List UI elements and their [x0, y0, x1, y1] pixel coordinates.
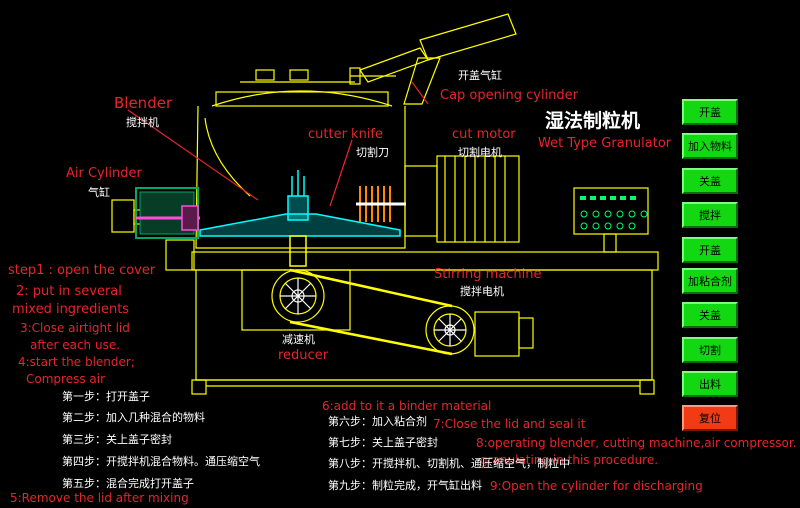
cut-motor-flange — [404, 165, 438, 237]
stirring-label-en: Stirring machine — [434, 267, 542, 282]
agitator-blade — [199, 170, 401, 267]
discharge-button[interactable]: 出料 — [682, 371, 738, 397]
lid-knob-right — [289, 69, 309, 81]
step-4b-en: Compress air — [26, 372, 106, 386]
open-lid-button[interactable]: 开盖 — [682, 99, 738, 125]
close-lid-button[interactable]: 关盖 — [682, 168, 738, 194]
cutter-knife — [356, 186, 406, 222]
step-3b-en: after each use. — [30, 338, 121, 352]
step-4a-en: 4:start the blender; — [18, 355, 135, 369]
pointer-lines — [127, 81, 429, 207]
stirring-motor — [474, 311, 520, 357]
cutter-knife-label-en: cutter knife — [308, 127, 384, 142]
cap-cylinder-label-cn: 开盖气缸 — [458, 69, 502, 82]
step-1-cn: 第一步：打开盖子 — [62, 390, 150, 403]
close-lid-2-button[interactable]: 关盖 — [682, 302, 738, 328]
cut-button[interactable]: 切割 — [682, 337, 738, 363]
step-2b-en: mixed ingredients — [12, 302, 130, 317]
step-4-cn: 第四步：开搅拌机混合物料。通压缩空气 — [62, 455, 260, 468]
cut-motor-body — [436, 155, 520, 243]
step-3a-en: 3:Close airtight lid — [20, 321, 130, 335]
step-7-cn: 第七步：关上盖子密封 — [328, 436, 438, 449]
reducer-label-en: reducer — [278, 348, 329, 363]
step-3-cn: 第三步：关上盖子密封 — [62, 433, 172, 446]
air-cylinder-end — [111, 199, 135, 233]
lid-rim — [215, 91, 389, 107]
step-8a-en: 8:operating blender, cutting machine,air… — [476, 436, 797, 450]
step-5-en: 5:Remove the lid after mixing — [10, 491, 189, 505]
step-5-cn: 第五步：混合完成打开盖子 — [62, 477, 194, 490]
step-8b-en: granulating in this procedure. — [480, 453, 659, 467]
discharge-port — [165, 239, 195, 271]
title-cn: 湿法制粒机 — [545, 110, 641, 132]
air-cylinder — [135, 187, 200, 239]
cap-cylinder-body — [419, 13, 517, 61]
air-cylinder-label-cn: 气缸 — [88, 186, 110, 199]
step-9-cn: 第九步：制粒完成，开气缸出料 — [328, 479, 482, 492]
cap-cylinder-rod — [359, 47, 429, 83]
vessel-lid — [211, 90, 393, 107]
step-1-en: step1 : open the cover — [8, 263, 156, 278]
foot-right — [639, 379, 655, 395]
air-cylinder-label-en: Air Cylinder — [66, 166, 142, 181]
reset-button[interactable]: 复位 — [682, 405, 738, 431]
foot-left — [191, 379, 207, 395]
cap-cylinder-label-en: Cap opening cylinder — [440, 88, 579, 103]
title-en: Wet Type Granulator — [538, 136, 672, 151]
step-9-en: 9:Open the cylinder for discharging — [490, 479, 703, 493]
cutter-knife-label-cn: 切割刀 — [356, 146, 389, 159]
step-8-cn: 第八步：开搅拌机、切割机、通压缩空气，制粒中 — [328, 457, 570, 470]
reducer-label-cn: 减速机 — [282, 333, 315, 346]
base-top-plate — [191, 251, 659, 271]
add-binder-button[interactable]: 加粘合剂 — [682, 268, 738, 294]
drive-pulley — [271, 269, 325, 323]
step-2-cn: 第二步：加入几种混合的物料 — [62, 411, 205, 424]
blender-label-cn: 搅拌机 — [126, 116, 159, 129]
step-2a-en: 2: put in several — [16, 284, 122, 299]
stir-button[interactable]: 搅拌 — [682, 202, 738, 228]
cylinder-support — [403, 57, 441, 105]
step-6-en: 6:add to it a binder material — [322, 399, 492, 413]
add-material-button[interactable]: 加入物料 — [682, 133, 738, 159]
step-6-cn: 第六步：加入粘合剂 — [328, 415, 427, 428]
cut-motor-label-en: cut motor — [452, 127, 516, 142]
base-frame — [195, 269, 653, 381]
open-lid-2-button[interactable]: 开盖 — [682, 237, 738, 263]
step-7-en: 7:Close the lid and seal it — [433, 417, 586, 431]
lid-knob-left — [255, 69, 275, 81]
stirring-label-cn: 搅拌电机 — [460, 285, 504, 298]
blender-label-en: Blender — [114, 94, 173, 112]
cut-motor-label-cn: 切割电机 — [458, 146, 502, 159]
